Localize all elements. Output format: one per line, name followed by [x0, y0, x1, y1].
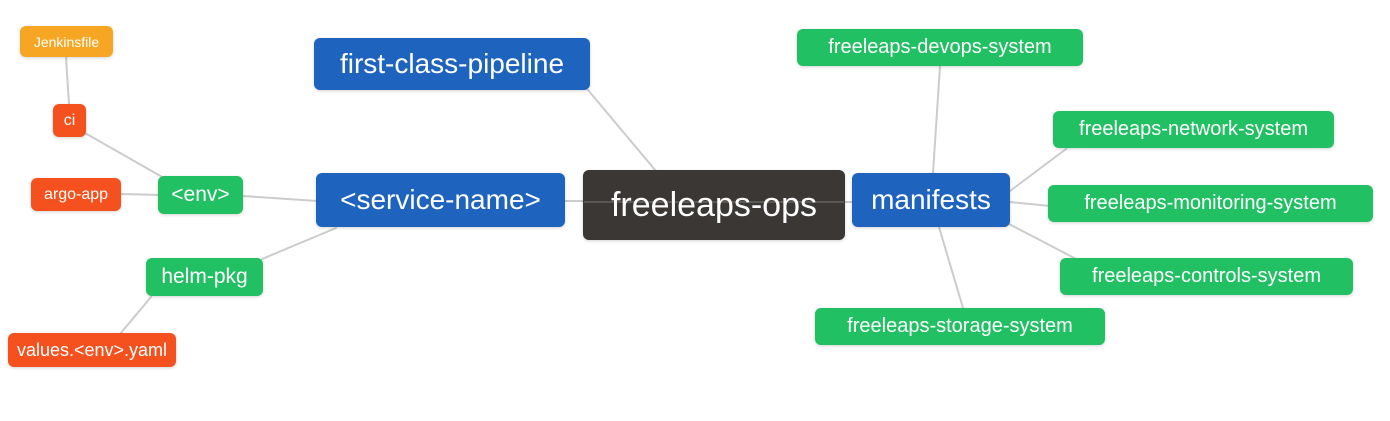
edge-helm-service — [261, 227, 337, 260]
node-first-class-pipeline[interactable]: first-class-pipeline — [314, 38, 590, 90]
edge-ci-env — [84, 132, 165, 179]
node-freeleaps-network-system[interactable]: freeleaps-network-system — [1053, 111, 1334, 148]
node-freeleaps-storage-system[interactable]: freeleaps-storage-system — [815, 308, 1105, 345]
node-values-env-yaml[interactable]: values.<env>.yaml — [8, 333, 176, 367]
edge-argo-env — [119, 193, 161, 196]
node-ci[interactable]: ci — [53, 104, 86, 137]
edge-manifests-devops — [932, 65, 941, 174]
node-service-name[interactable]: <service-name> — [316, 173, 565, 227]
edge-values-helm — [119, 296, 152, 335]
node-freeleaps-devops-system[interactable]: freeleaps-devops-system — [797, 29, 1083, 66]
edge-manifests-storage — [938, 226, 964, 309]
edge-env-service — [242, 195, 318, 202]
edge-manifests-controls — [1008, 223, 1081, 262]
node-freeleaps-monitoring-system[interactable]: freeleaps-monitoring-system — [1048, 185, 1373, 222]
node-freeleaps-controls-system[interactable]: freeleaps-controls-system — [1060, 258, 1353, 295]
node-argo-app[interactable]: argo-app — [31, 178, 121, 211]
node-helm-pkg[interactable]: helm-pkg — [146, 258, 263, 296]
node-jenkinsfile[interactable]: Jenkinsfile — [20, 26, 113, 57]
edge-jenkinsfile-ci — [65, 56, 70, 105]
node-freeleaps-ops[interactable]: freeleaps-ops — [583, 170, 845, 240]
node-manifests[interactable]: manifests — [852, 173, 1010, 227]
node-env[interactable]: <env> — [158, 176, 243, 214]
edge-manifests-monitoring — [1009, 201, 1051, 207]
